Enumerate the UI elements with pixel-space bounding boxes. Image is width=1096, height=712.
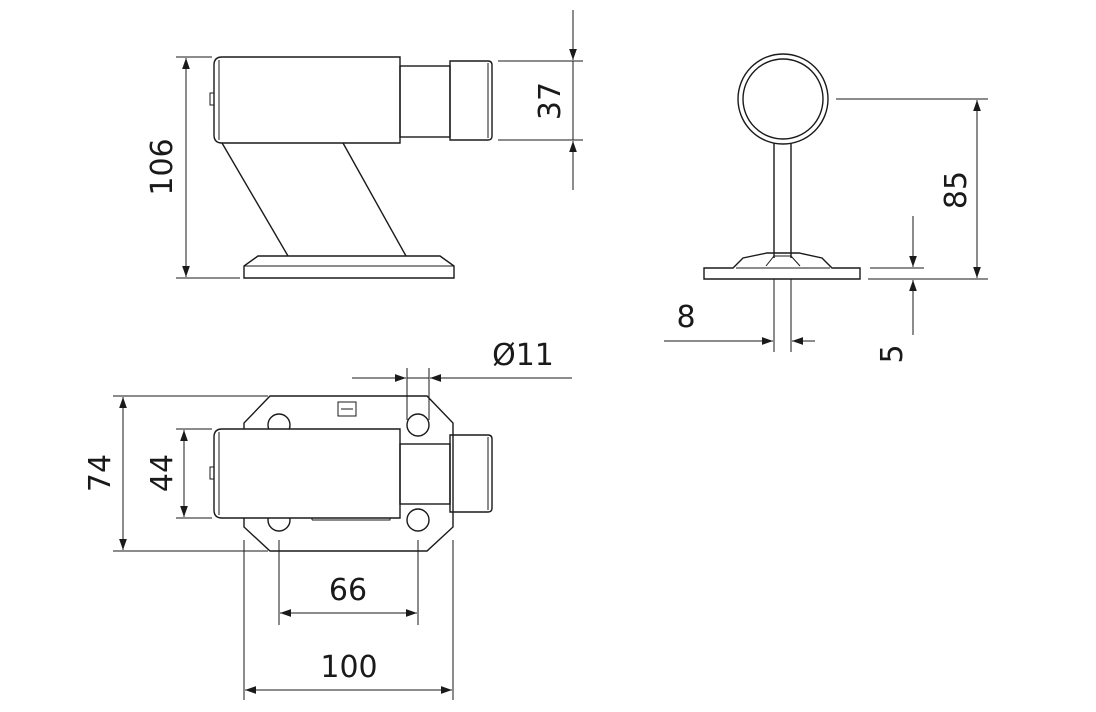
front-ring-outer — [737, 53, 829, 145]
dim-label-66: 66 — [329, 573, 367, 608]
top-logo-mark — [337, 401, 357, 417]
dim-label-diameter-11: Ø11 — [492, 338, 554, 373]
dim-label-44: 44 — [145, 454, 180, 492]
side-neck — [399, 65, 451, 138]
dim-label-74: 74 — [83, 454, 118, 492]
top-cylinder-body — [213, 428, 401, 519]
side-view: 106 37 — [145, 10, 583, 279]
top-hole — [406, 413, 430, 437]
front-view: 85 5 8 — [664, 53, 988, 364]
dim-label-106: 106 — [145, 138, 180, 195]
front-base-flange — [703, 252, 861, 280]
dim-label-37: 37 — [533, 82, 568, 120]
top-view: 74 44 Ø11 66 100 — [83, 338, 572, 700]
dim-label-8: 8 — [676, 300, 695, 335]
dim-label-100: 100 — [320, 650, 377, 685]
side-pin — [209, 92, 215, 106]
side-cylinder-body — [213, 56, 401, 144]
dim-label-85: 85 — [939, 171, 974, 209]
side-rubber-stop — [449, 60, 493, 141]
side-base-plate — [243, 255, 455, 279]
dim-label-5: 5 — [875, 344, 910, 363]
top-hole — [406, 508, 430, 532]
top-rubber-stop — [449, 434, 493, 513]
front-ring-inner — [742, 58, 824, 140]
